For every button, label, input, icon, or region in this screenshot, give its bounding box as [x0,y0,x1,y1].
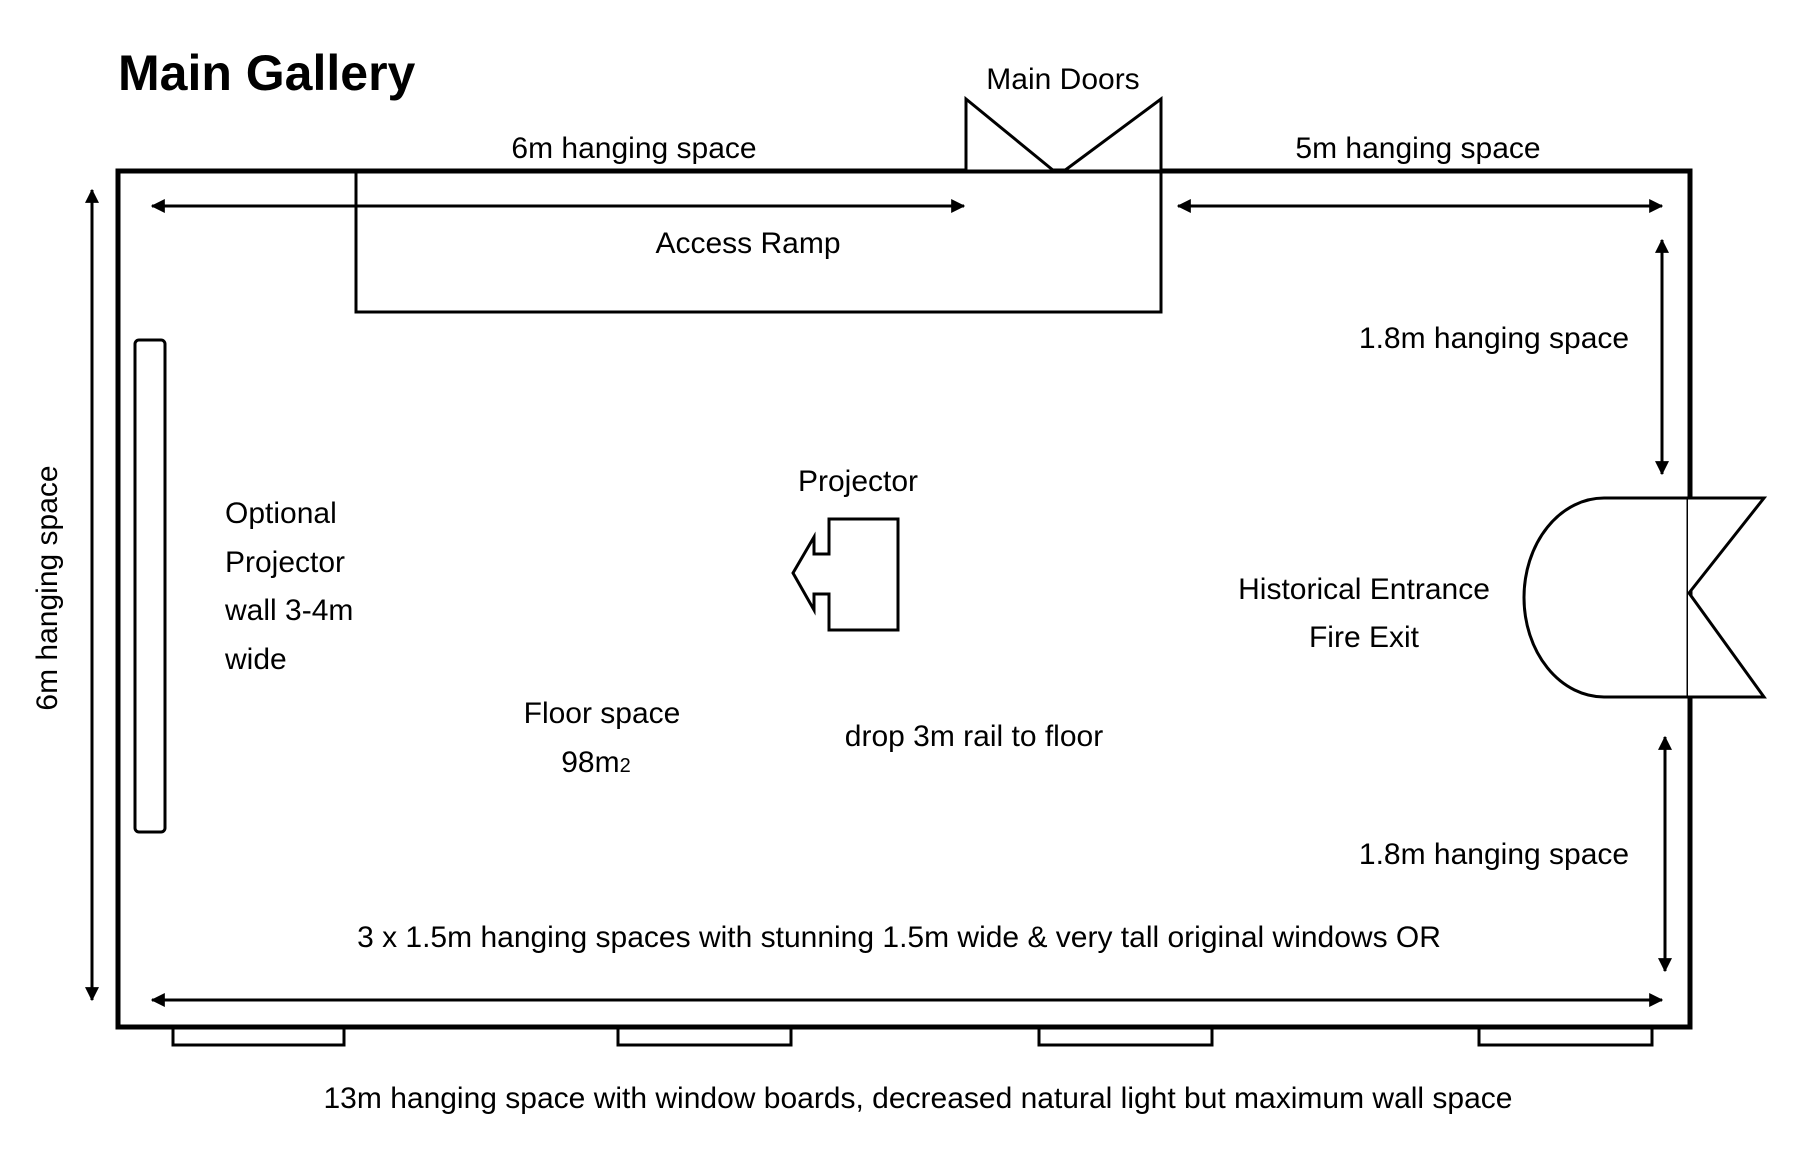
drop-rail-label: drop 3m rail to floor [845,720,1103,753]
optional-projector-label-line-4: wide [224,643,287,676]
optional-projector-label-line-1: Optional [225,497,337,530]
window-4 [1477,1025,1654,1047]
floor-space-label-line-1: Floor space [524,697,681,730]
access-ramp-label: Access Ramp [655,227,840,260]
floor-space-value: 98m [561,746,619,779]
right-upper-hanging-label: 1.8m hanging space [1359,322,1629,355]
floor-space-label-line-2: 98m2 [561,746,630,779]
windows-note: 3 x 1.5m hanging spaces with stunning 1.… [357,921,1441,954]
historical-entrance-label-line-1: Historical Entrance [1238,573,1490,606]
historical-entrance-label-line-2: Fire Exit [1309,621,1420,654]
left-wall-hanging-label: 6m hanging space [31,465,64,710]
window-2 [616,1025,793,1047]
page-title: Main Gallery [118,45,416,101]
optional-projector-wall [133,338,167,834]
right-lower-hanging-label: 1.8m hanging space [1359,838,1629,871]
projector-label: Projector [798,465,918,498]
optional-projector-label-line-3: wall 3-4m [224,594,353,627]
access-ramp [354,169,1163,314]
projector-icon [791,517,900,632]
top-left-hanging-label: 6m hanging space [511,132,756,165]
main-doors-label: Main Doors [986,63,1139,96]
fire-exit-door-icon [1522,496,1768,699]
optional-projector-label-line-2: Projector [225,546,345,579]
top-right-hanging-label: 5m hanging space [1295,132,1540,165]
window-3 [1037,1025,1214,1047]
window-1 [171,1025,346,1047]
bottom-note: 13m hanging space with window boards, de… [324,1082,1513,1115]
main-doors-icon [964,95,1163,173]
floor-space-unit-superscript: 2 [620,755,631,777]
